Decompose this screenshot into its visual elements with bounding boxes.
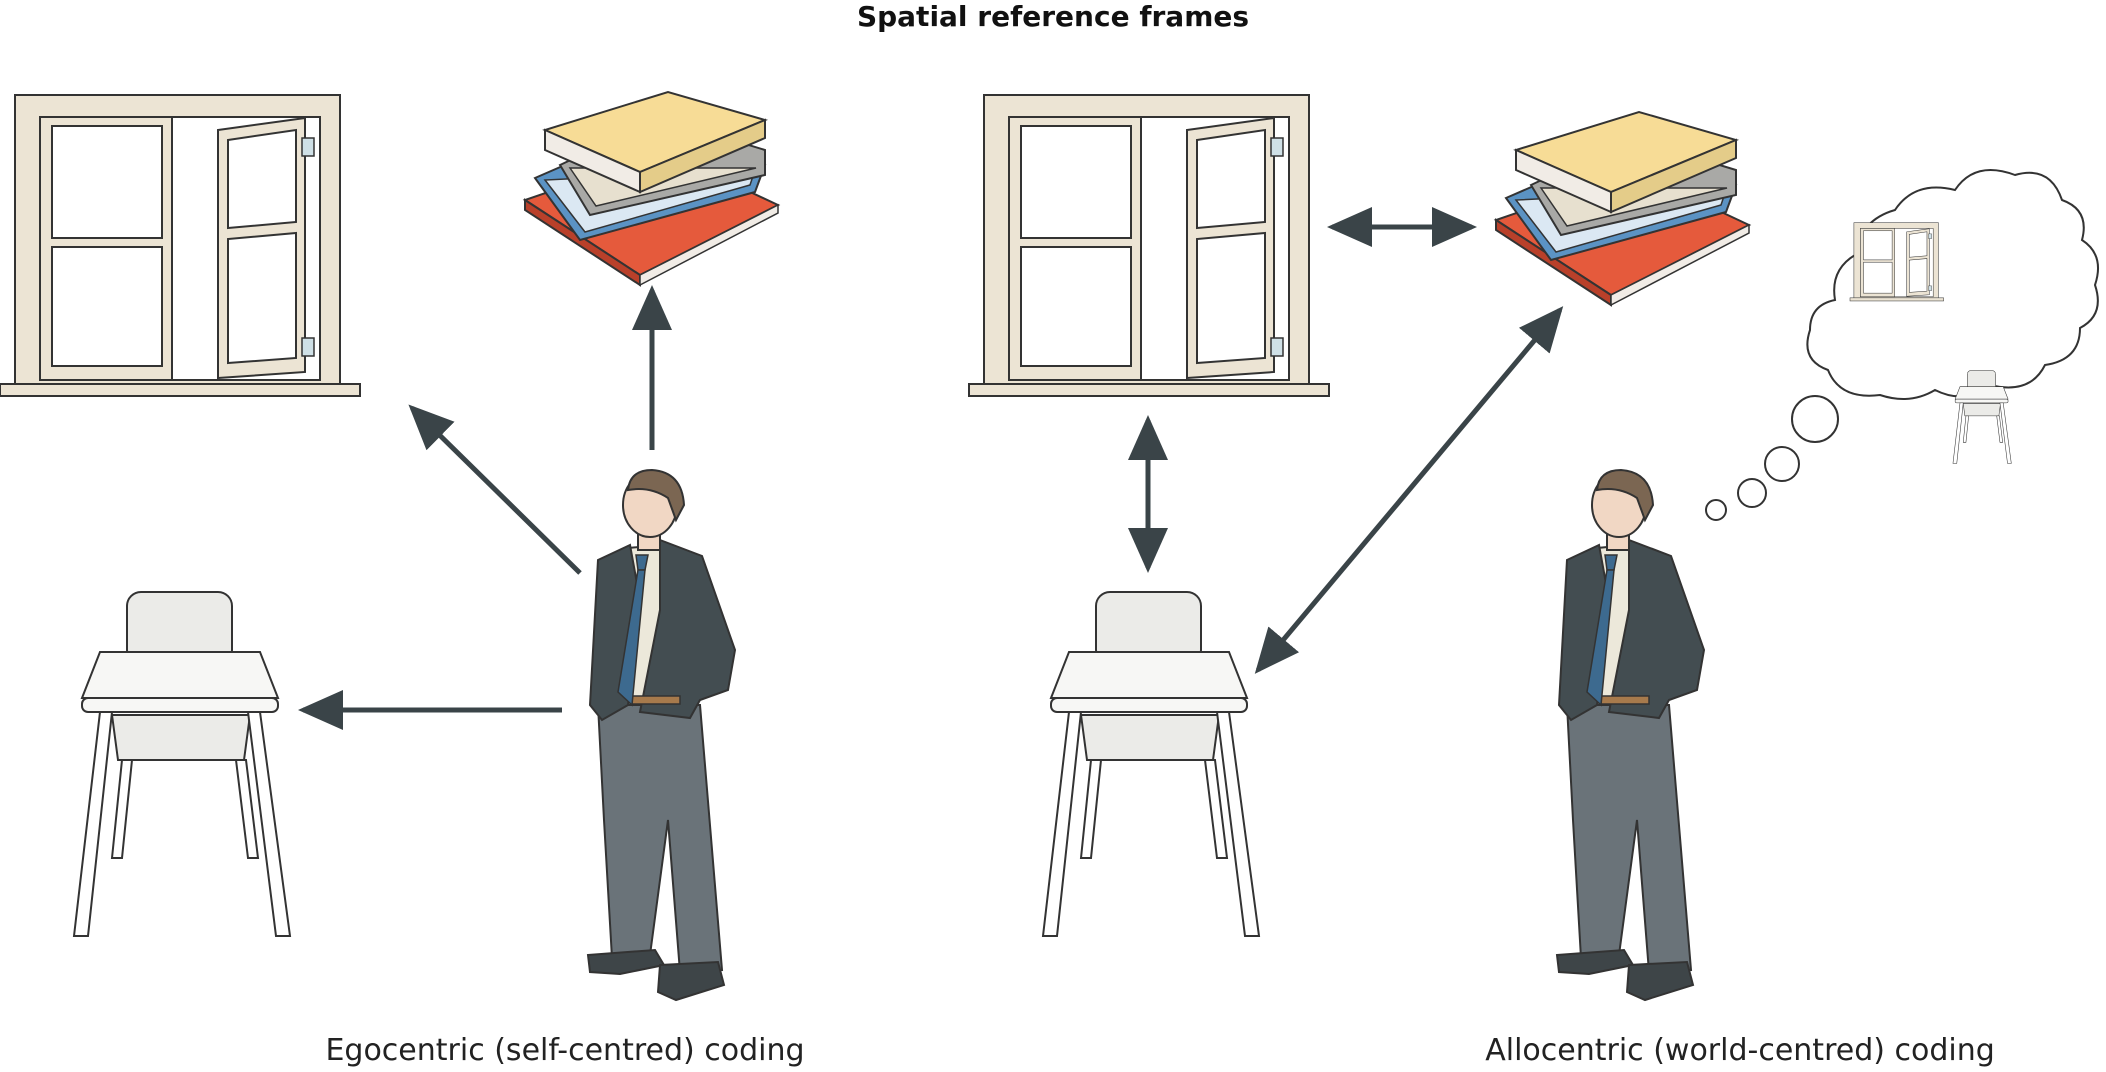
thought-bubble-largest (1791, 395, 1839, 443)
thought-bubble-small (1705, 499, 1727, 521)
person-figure (587, 469, 736, 1001)
figure-title: Spatial reference frames (856, 0, 1250, 33)
allocentric-caption: Allocentric (world-centred) coding (1485, 1033, 1995, 1068)
thought-cloud (1806, 169, 2100, 400)
person-figure (1556, 469, 1705, 1001)
chair-icon (1042, 591, 1260, 937)
books-icon (524, 91, 779, 286)
allocentric-panel (968, 94, 2100, 1001)
window-icon (968, 94, 1330, 397)
thought-bubble-medium (1737, 478, 1767, 508)
egocentric-caption: Egocentric (self-centred) coding (325, 1033, 805, 1068)
thought-bubble-large (1764, 446, 1800, 482)
egocentric-panel (0, 91, 779, 1001)
mini-window-icon (1849, 222, 1944, 302)
chair-icon (73, 591, 291, 937)
arrow-books-chair (1254, 306, 1564, 674)
arrow-person-to-window (408, 404, 582, 575)
window-icon (0, 94, 361, 397)
books-icon (1495, 111, 1750, 306)
